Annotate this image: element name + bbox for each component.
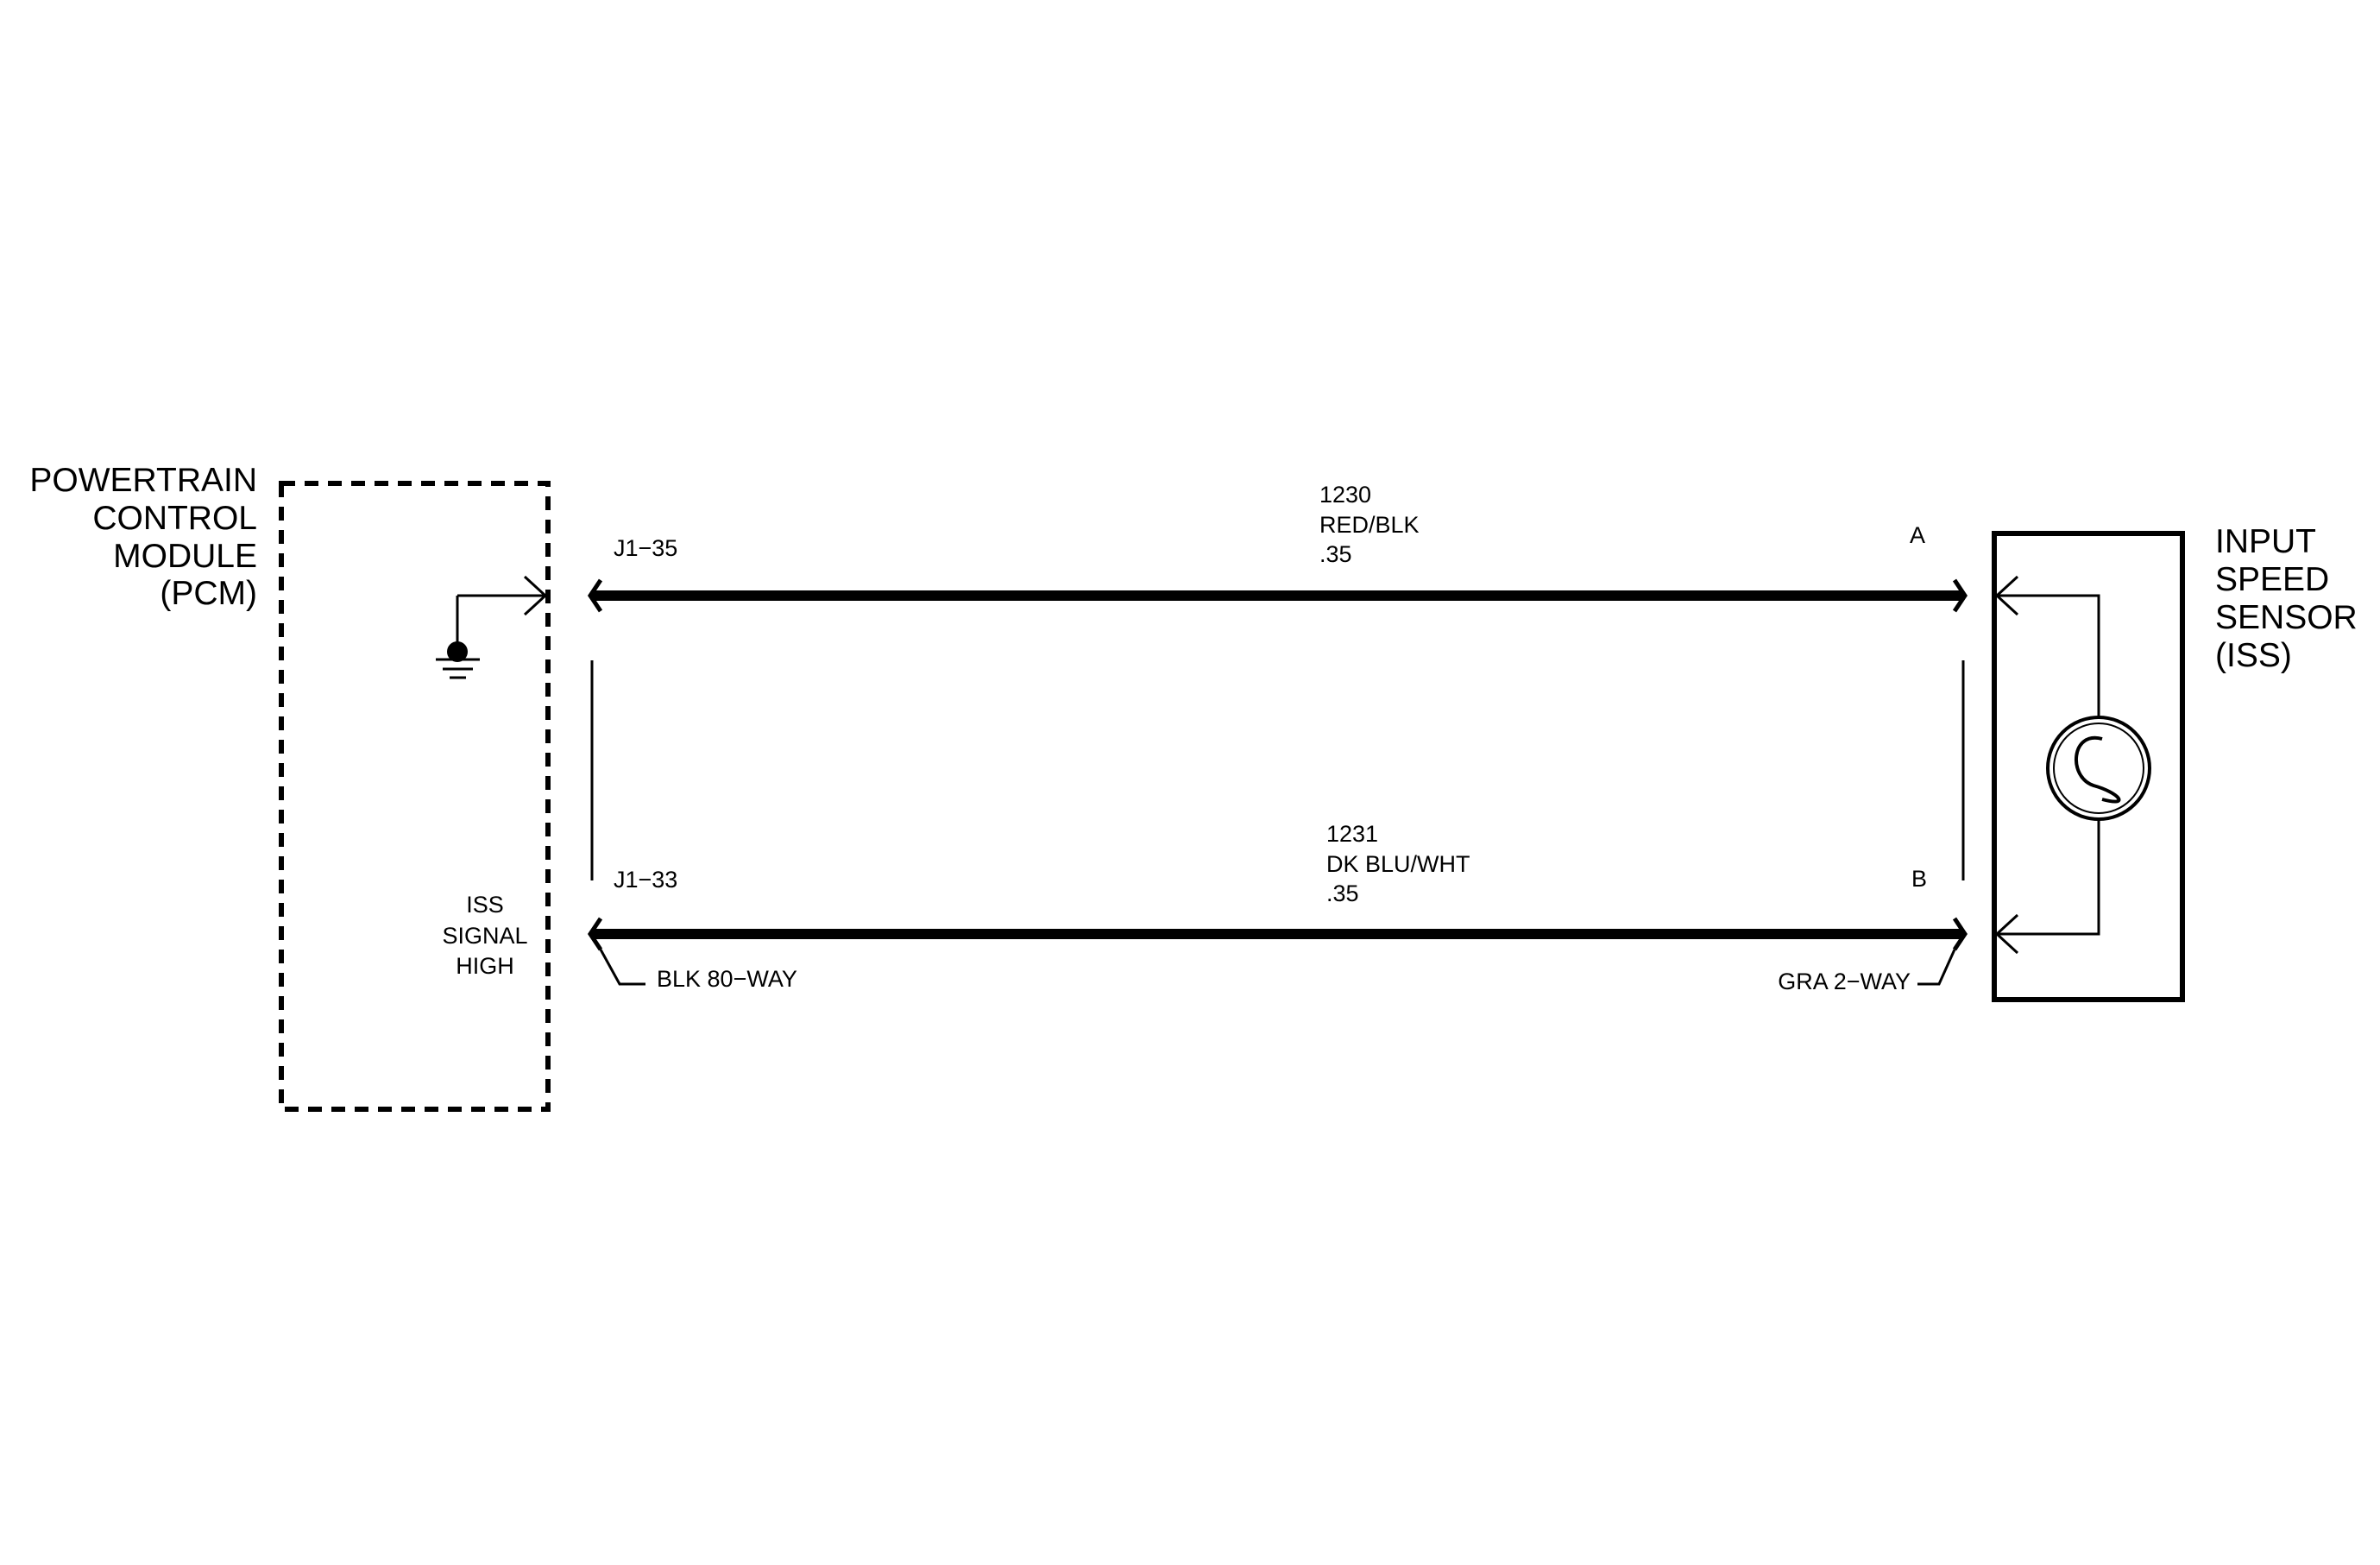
sensor-name-line: INPUT: [2215, 523, 2316, 560]
circuit-1230-size: .35: [1319, 541, 1352, 567]
pcm-name-line: (PCM): [160, 575, 257, 612]
ground-node-dot: [447, 641, 468, 662]
circuit-1231-color: DK BLU/WHT: [1326, 851, 1470, 877]
pcm-module-box: [279, 481, 551, 1112]
sensor-name-line: SPEED: [2215, 561, 2329, 598]
sensor-name-line: (ISS): [2215, 637, 2292, 674]
pcm-connector-label: BLK 80−WAY: [657, 966, 797, 992]
sensor-connector-label: GRA 2−WAY: [1778, 969, 1911, 994]
sensor-terminal-a-icon: [1952, 578, 1968, 613]
sensor-internal-wire-a: [1995, 594, 2100, 716]
sensor-name-line: SENSOR: [2215, 599, 2358, 636]
sensor-connector-leader: [1917, 949, 1956, 986]
sensor-internal-wire-b: [1995, 820, 2100, 936]
ac-sine-icon: [2046, 716, 2151, 821]
signal-label-line: SIGNAL: [442, 923, 527, 949]
pcm-connector-leader: [599, 949, 645, 986]
pcm-name-line: MODULE: [113, 538, 257, 575]
sensor-arrow-b-icon: [1994, 913, 2019, 955]
pcm-input-arrow-icon: [523, 575, 548, 616]
pcm-terminal-a-label: J1−35: [614, 535, 677, 561]
sensor-name-label: INPUT SPEED SENSOR (ISS): [2215, 523, 2358, 674]
sensor-terminal-b-label: B: [1911, 866, 1927, 892]
pcm-name-line: POWERTRAIN: [29, 462, 257, 499]
sensor-arrow-a-icon: [1994, 575, 2019, 616]
circuit-1231-size: .35: [1326, 880, 1359, 906]
sensor-terminal-b-icon: [1952, 917, 1968, 951]
pcm-terminal-a-icon: [587, 578, 603, 613]
pcm-terminal-b-icon: [587, 917, 603, 951]
circuit-1230-number: 1230: [1319, 482, 1371, 508]
pcm-name-label: POWERTRAIN CONTROL MODULE (PCM): [29, 462, 257, 612]
sensor-box: [1992, 531, 2185, 1002]
ground-icon: [436, 594, 544, 679]
iss-signal-high-label: ISS SIGNAL HIGH: [442, 892, 527, 979]
circuit-1230-color: RED/BLK: [1319, 512, 1420, 538]
signal-label-line: ISS: [466, 892, 504, 918]
circuit-1231-number: 1231: [1326, 821, 1378, 847]
pcm-name-line: CONTROL: [92, 500, 257, 537]
pcm-terminal-b-label: J1−33: [614, 867, 677, 893]
signal-label-line: HIGH: [456, 953, 514, 979]
sensor-terminal-a-label: A: [1910, 522, 1925, 548]
